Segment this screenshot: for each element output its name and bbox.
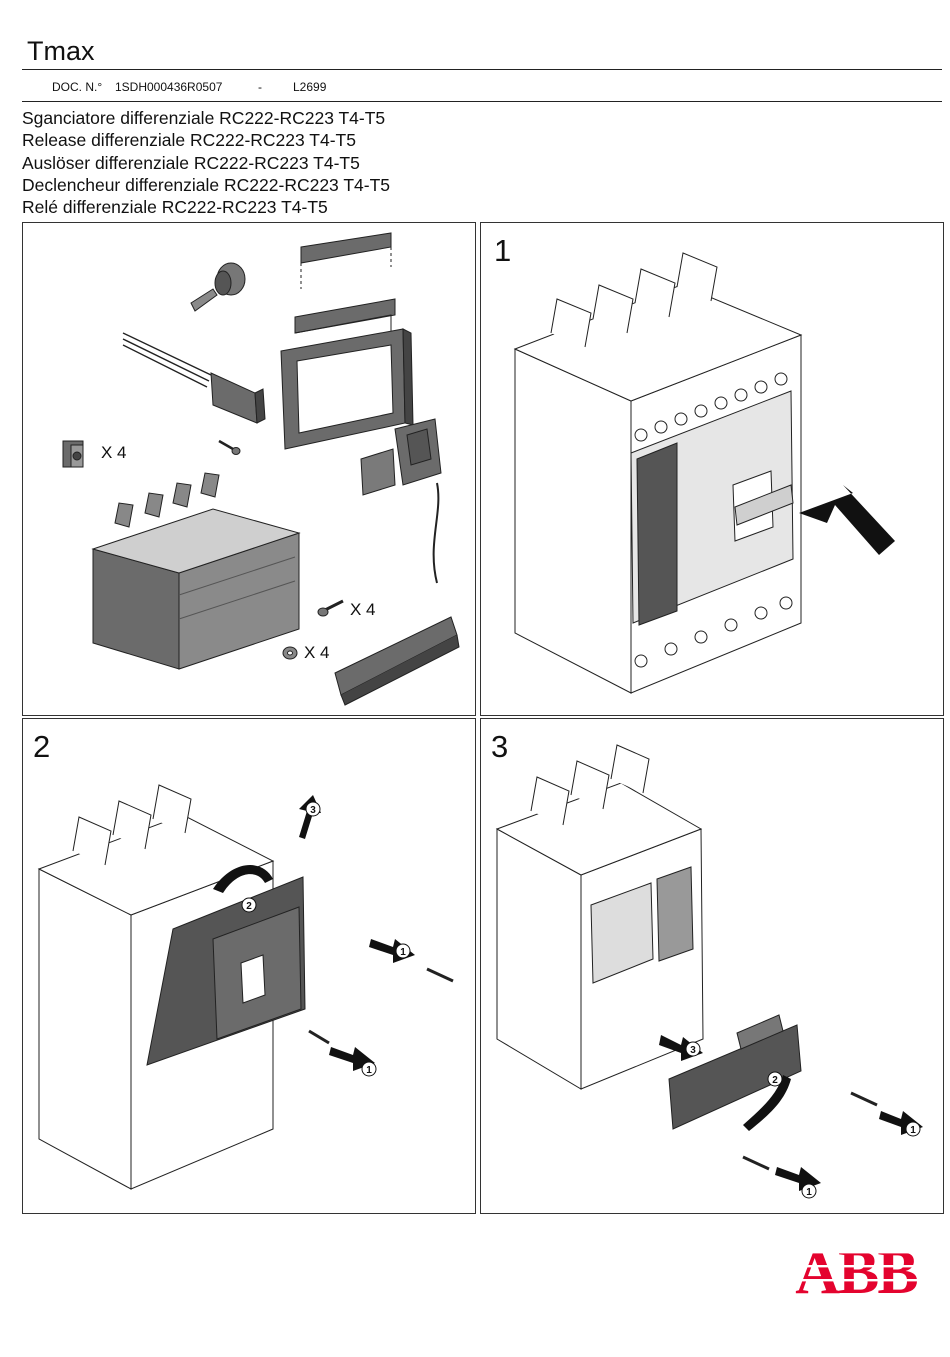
relay-module bbox=[360, 418, 442, 584]
small-screw bbox=[218, 439, 241, 455]
front-plate bbox=[668, 1014, 802, 1130]
step-2-illustration: 1 2 3 1 bbox=[37, 784, 454, 1190]
header-rule-top bbox=[22, 69, 942, 70]
step-3-panel: 3 bbox=[480, 718, 944, 1214]
callout-2: 2 bbox=[246, 901, 252, 912]
screws bbox=[742, 1091, 878, 1171]
abb-logo-stripes bbox=[782, 1251, 930, 1282]
connector-part bbox=[210, 372, 266, 424]
insert-arrow bbox=[799, 485, 895, 555]
cover-plates bbox=[294, 232, 396, 334]
callout-1b: 1 bbox=[366, 1065, 372, 1076]
callout-3: 3 bbox=[690, 1045, 696, 1056]
title-spanish: Relé differenziale RC222-RC223 T4-T5 bbox=[22, 197, 328, 218]
bolt-holes-bottom bbox=[634, 596, 793, 668]
callout-badges bbox=[241, 801, 411, 1077]
step-2-number: 2 bbox=[33, 729, 51, 764]
terminal-quantity: X 4 bbox=[101, 443, 127, 462]
removed-cover bbox=[146, 876, 306, 1066]
washer-part bbox=[282, 646, 298, 660]
screw-part bbox=[317, 599, 344, 617]
callout-1a: 1 bbox=[400, 947, 406, 958]
title-italian: Sganciatore differenziale RC222-RC223 T4… bbox=[22, 108, 386, 128]
screws bbox=[308, 967, 454, 1045]
callout-2: 2 bbox=[772, 1075, 778, 1086]
cover-front bbox=[630, 390, 794, 626]
step-3-number: 3 bbox=[491, 729, 509, 764]
screw-quantity: X 4 bbox=[350, 600, 376, 619]
exposed-mechanism bbox=[590, 866, 694, 984]
parts-panel: X 4 X 4 X 4 bbox=[22, 222, 476, 716]
parts-illustration bbox=[62, 232, 460, 706]
abb-logo-text: ABB bbox=[795, 1239, 917, 1299]
callout-1b: 1 bbox=[806, 1187, 812, 1198]
step-1-illustration bbox=[513, 252, 895, 694]
title-german: Auslöser differenziale RC222-RC223 T4-T5 bbox=[22, 152, 360, 173]
step-3-illustration: 3 2 1 1 bbox=[495, 744, 923, 1199]
title-block: Sganciatore differenziale RC222-RC223 T4… bbox=[22, 107, 390, 218]
step-1-number: 1 bbox=[494, 233, 512, 268]
terminal-part bbox=[62, 440, 84, 468]
wire-harness bbox=[122, 332, 212, 388]
callout-1a: 1 bbox=[910, 1125, 916, 1136]
doc-label: DOC. N.° bbox=[52, 80, 103, 94]
doc-number: 1SDH000436R0507 bbox=[115, 80, 223, 94]
title-french: Declencheur differenziale RC222-RC223 T4… bbox=[22, 174, 391, 195]
bolt-holes-top bbox=[634, 372, 788, 442]
callout-3: 3 bbox=[310, 805, 316, 816]
frame-part bbox=[280, 328, 414, 450]
doc-code: L2699 bbox=[293, 80, 327, 94]
abb-logo: ABB bbox=[782, 1239, 930, 1299]
breaker-base bbox=[91, 472, 301, 670]
toroid-part bbox=[190, 262, 246, 312]
step-1-panel: 1 bbox=[480, 222, 944, 716]
brand-title: Tmax bbox=[27, 36, 95, 66]
header-rule-bottom bbox=[22, 101, 942, 102]
doc-separator: - bbox=[258, 80, 262, 94]
step-2-panel: 2 1 2 bbox=[22, 718, 476, 1214]
callout-badges bbox=[685, 1041, 921, 1199]
comb-cover bbox=[334, 616, 460, 706]
washer-quantity: X 4 bbox=[304, 643, 330, 662]
title-english: Release differenziale RC222-RC223 T4-T5 bbox=[22, 130, 356, 151]
